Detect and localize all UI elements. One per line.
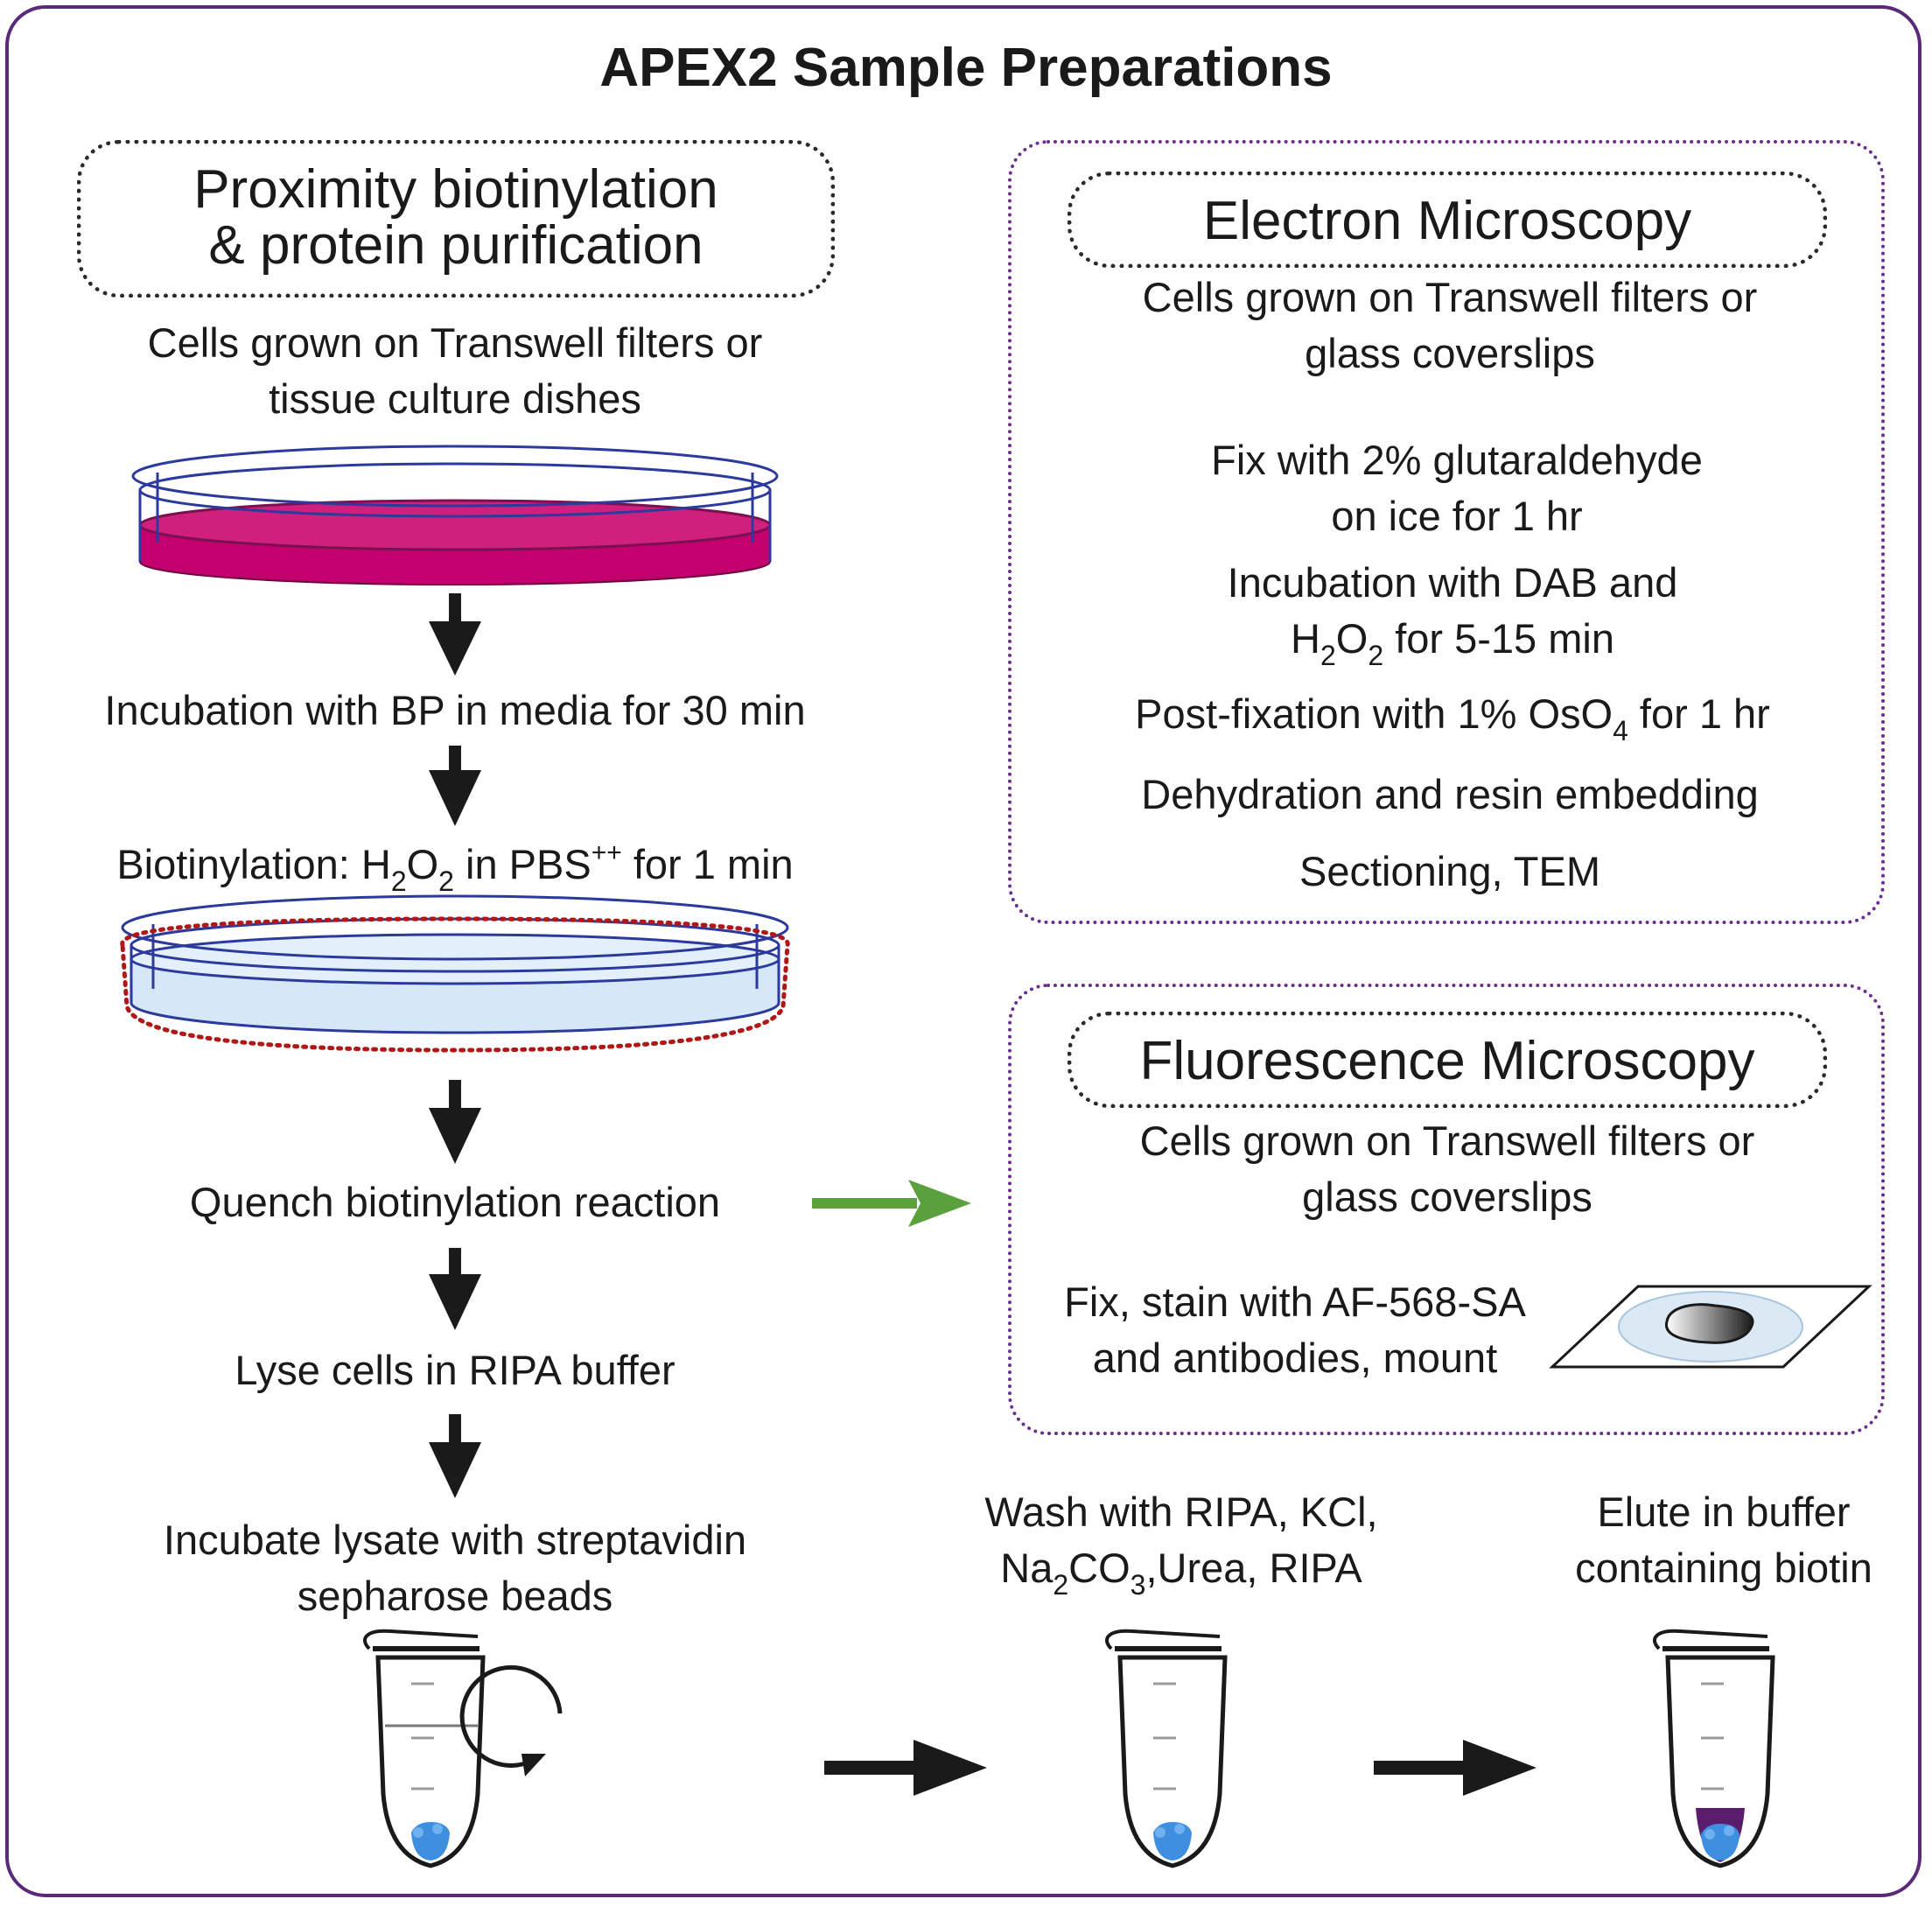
wash-sub2: 3 <box>1130 1569 1146 1601</box>
biotinylation-dotted-ring <box>120 916 790 1053</box>
em-dab-suffix: for 5-15 min <box>1383 615 1614 662</box>
em-cells-line1: Cells grown on Transwell filters or <box>1142 274 1758 320</box>
rotate-icon <box>459 1664 563 1776</box>
em-dab-sub2: 2 <box>1368 640 1384 671</box>
step-cells-grown: Cells grown on Transwell filters or tiss… <box>35 315 875 427</box>
em-fix-line1: Fix with 2% glutaraldehyde <box>1211 437 1703 483</box>
arrow-down-2 <box>429 746 481 826</box>
fm-cells-grown: Cells grown on Transwell filters or glas… <box>1015 1113 1880 1225</box>
biotinylation-sub1: 2 <box>390 865 407 897</box>
elute-line1: Elute in buffer <box>1597 1489 1851 1535</box>
wash-line1: Wash with RIPA, KCl, <box>984 1489 1378 1535</box>
microtube-eluate <box>1653 1629 1775 1868</box>
wash-step: Wash with RIPA, KCl, Na2CO3,Urea, RIPA <box>901 1484 1461 1599</box>
step-incubation-bp: Incubation with BP in media for 30 min <box>104 687 806 733</box>
em-cells-line2: glass coverslips <box>1305 330 1595 376</box>
biotinylation-sub2: 2 <box>438 865 454 897</box>
em-header-box: Electron Microscopy <box>1068 172 1827 268</box>
fm-cells-line1: Cells grown on Transwell filters or <box>1139 1118 1755 1164</box>
biotinylation-text-h: Biotinylation: H <box>116 841 391 887</box>
microtube-beads <box>363 1629 486 1868</box>
fm-header-box: Fluorescence Microscopy <box>1068 1012 1827 1108</box>
coverslip-icon <box>1549 1285 1872 1369</box>
em-cells-grown: Cells grown on Transwell filters or glas… <box>1015 270 1885 382</box>
biotinylation-text-time: for 1 min <box>621 841 794 887</box>
em-dab-sub1: 2 <box>1320 640 1336 671</box>
step-biotinylation: Biotinylation: H2O2 in PBS++ for 1 min <box>18 837 892 896</box>
em-header: Electron Microscopy <box>1202 191 1692 251</box>
fm-fix-stain: Fix, stain with AF-568-SA and antibodies… <box>1015 1274 1575 1386</box>
wash-sub1: 2 <box>1053 1569 1069 1601</box>
arrow-down-1 <box>429 593 481 676</box>
arrow-right-2 <box>1374 1740 1536 1796</box>
wash-line2: Na2CO3,Urea, RIPA <box>901 1540 1461 1599</box>
step-incubate-lysate-line1: Incubate lysate with streptavidin <box>163 1517 747 1563</box>
em-dab-h: H <box>1291 615 1320 662</box>
elute-line2: containing biotin <box>1575 1545 1872 1591</box>
fm-section <box>1008 984 1885 1435</box>
green-arrow <box>812 1180 971 1227</box>
em-dab: Incubation with DAB and H2O2 for 5-15 mi… <box>1015 555 1890 669</box>
outer-frame <box>5 5 1922 1897</box>
fm-header: Fluorescence Microscopy <box>1139 1031 1755 1091</box>
wash-na: Na <box>1000 1545 1054 1591</box>
biotinylation-text-pbs: in PBS <box>453 841 592 887</box>
em-sectioning: Sectioning, TEM <box>1299 848 1600 894</box>
em-dab-line2: H2O2 for 5-15 min <box>1015 611 1890 669</box>
page-title: APEX2 Sample Preparations <box>599 38 1333 98</box>
proximity-header-line1: Proximity biotinylation <box>193 159 718 220</box>
step-incubate-lysate-line2: sepharose beads <box>297 1573 613 1619</box>
flow-arrows-down <box>429 593 481 1498</box>
proximity-header-box: Proximity biotinylation & protein purifi… <box>77 140 835 298</box>
em-fix: Fix with 2% glutaraldehyde on ice for 1 … <box>1015 432 1899 544</box>
em-post-suffix: for 1 hr <box>1628 690 1770 737</box>
fm-fix-line2: and antibodies, mount <box>1092 1335 1498 1381</box>
biotinylation-sup: ++ <box>591 838 622 867</box>
em-dab-o: O <box>1335 615 1368 662</box>
arrow-down-5 <box>429 1414 481 1498</box>
culture-dish-media <box>131 445 779 585</box>
fm-fix-line1: Fix, stain with AF-568-SA <box>1064 1279 1526 1325</box>
arrow-down-4 <box>429 1248 481 1330</box>
em-post-sub: 4 <box>1613 715 1628 746</box>
wash-suffix: ,Urea, RIPA <box>1145 1545 1362 1591</box>
em-post-prefix: Post-fixation with 1% OsO <box>1135 690 1614 737</box>
step-lyse: Lyse cells in RIPA buffer <box>234 1347 676 1393</box>
biotinylation-text-o: O <box>406 841 439 887</box>
arrow-down-3 <box>429 1080 481 1164</box>
step-incubate-lysate: Incubate lysate with streptavidin sephar… <box>18 1512 892 1624</box>
fm-cells-line2: glass coverslips <box>1302 1174 1592 1220</box>
microtube-washed-beads <box>1105 1629 1228 1868</box>
em-dab-line1: Incubation with DAB and <box>1227 559 1678 606</box>
wash-co: CO <box>1068 1545 1130 1591</box>
culture-dish-buffer <box>120 894 790 1053</box>
em-post-fixation: Post-fixation with 1% OsO4 for 1 hr <box>1015 686 1890 745</box>
step-quench: Quench biotinylation reaction <box>189 1179 721 1225</box>
proximity-header-line2: & protein purification <box>208 215 704 276</box>
em-dehydration: Dehydration and resin embedding <box>1141 771 1759 817</box>
em-section <box>1008 140 1885 924</box>
step-cells-grown-line2: tissue culture dishes <box>269 375 641 422</box>
elute-step: Elute in buffer containing biotin <box>1505 1484 1932 1596</box>
arrow-right-1 <box>824 1740 987 1796</box>
step-cells-grown-line1: Cells grown on Transwell filters or <box>147 319 763 366</box>
em-fix-line2: on ice for 1 hr <box>1331 493 1583 539</box>
